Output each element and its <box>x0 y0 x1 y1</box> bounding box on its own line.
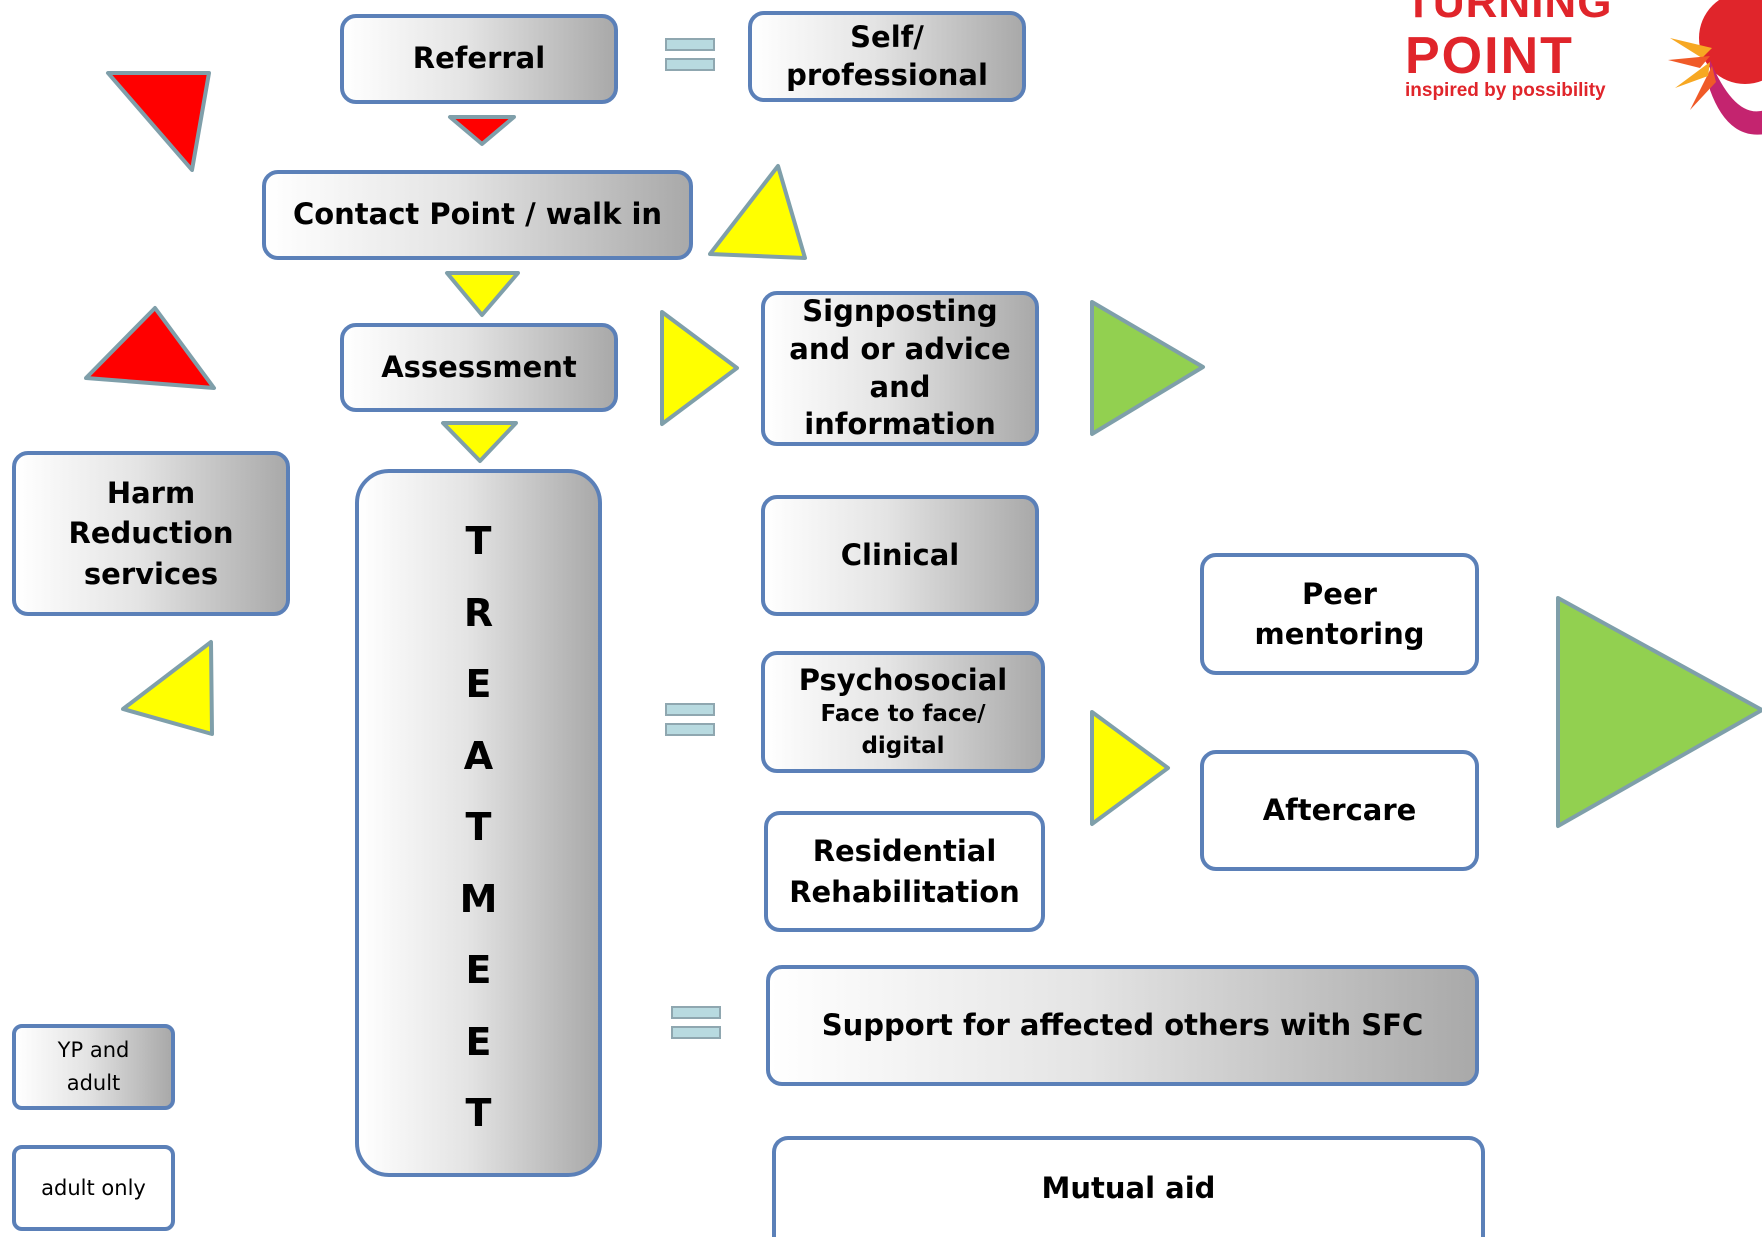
treatment-letter: M <box>459 877 498 921</box>
legend-adult-only-label: adult only <box>41 1175 146 1200</box>
support-affected-label: Support for affected others with SFC <box>821 1007 1424 1042</box>
aftercare-box: Aftercare <box>1200 750 1479 871</box>
assessment-box: Assessment <box>340 323 618 412</box>
signposting-label: Signposting and or advice and informatio… <box>789 294 1011 442</box>
peer-mentoring-label: Peer mentoring <box>1254 576 1425 651</box>
self-professional-label: Self/ professional <box>786 19 988 92</box>
equals-icon-treatment <box>665 703 715 739</box>
peer-mentoring-box: Peer mentoring <box>1200 553 1479 675</box>
turning-point-logo: TURNING POINT inspired by possibility <box>1405 0 1762 140</box>
psychosocial-box: Psychosocial Face to face/ digital <box>761 651 1045 773</box>
yellow-triangle-harm <box>121 640 214 736</box>
equals-icon-referral <box>665 38 715 74</box>
treatment-letter: A <box>463 734 494 778</box>
logo-line2: POINT <box>1405 27 1574 85</box>
treatment-letter: R <box>463 591 494 635</box>
treatment-letter: T <box>465 805 492 849</box>
treatment-column: T R E A T M E E T <box>355 469 602 1177</box>
assessment-label: Assessment <box>381 349 577 384</box>
psychosocial-label: Psychosocial <box>798 662 1008 697</box>
legend-yp-and-adult-label: YP and adult <box>57 1038 130 1095</box>
psychosocial-sublabel: Face to face/ digital <box>820 700 986 760</box>
red-triangle-left <box>84 306 216 390</box>
green-triangle-right <box>1556 596 1762 828</box>
treatment-letter: T <box>465 1091 492 1135</box>
contact-point-label: Contact Point / walk in <box>292 197 663 232</box>
harm-reduction-label: Harm Reduction services <box>68 476 234 591</box>
logo-sun-icon <box>1668 0 1762 135</box>
mutual-aid-box: Mutual aid <box>772 1136 1485 1237</box>
treatment-letter: T <box>465 519 492 563</box>
referral-label: Referral <box>412 41 546 76</box>
logo-tagline: inspired by possibility <box>1405 80 1606 101</box>
contact-point-box: Contact Point / walk in <box>262 170 693 260</box>
legend-adult-only: adult only <box>12 1145 175 1231</box>
logo-line1: TURNING <box>1405 0 1613 27</box>
treatment-letter: E <box>465 1020 492 1064</box>
residential-label: Residential Rehabilitation <box>789 834 1020 909</box>
legend-yp-and-adult: YP and adult <box>12 1024 175 1110</box>
harm-reduction-box: Harm Reduction services <box>12 451 290 616</box>
signposting-box: Signposting and or advice and informatio… <box>761 291 1039 446</box>
aftercare-label: Aftercare <box>1262 792 1417 827</box>
support-affected-box: Support for affected others with SFC <box>766 965 1479 1086</box>
red-arrow-referral <box>448 115 516 146</box>
treatment-letter: E <box>465 948 492 992</box>
clinical-box: Clinical <box>761 495 1039 616</box>
yellow-arrow-contact <box>445 271 520 317</box>
yellow-triangle-contact <box>708 164 807 260</box>
referral-box: Referral <box>340 14 618 104</box>
mutual-aid-label: Mutual aid <box>1041 1170 1216 1205</box>
yellow-triangle-signposting <box>660 310 739 426</box>
equals-icon-support <box>671 1006 721 1042</box>
treatment-letter: E <box>465 662 492 706</box>
residential-box: Residential Rehabilitation <box>764 811 1045 932</box>
green-triangle-signposting <box>1090 300 1205 436</box>
clinical-label: Clinical <box>840 537 960 572</box>
yellow-arrow-assessment <box>441 421 518 463</box>
self-professional-box: Self/ professional <box>748 11 1026 102</box>
yellow-triangle-psychosocial <box>1090 710 1170 826</box>
